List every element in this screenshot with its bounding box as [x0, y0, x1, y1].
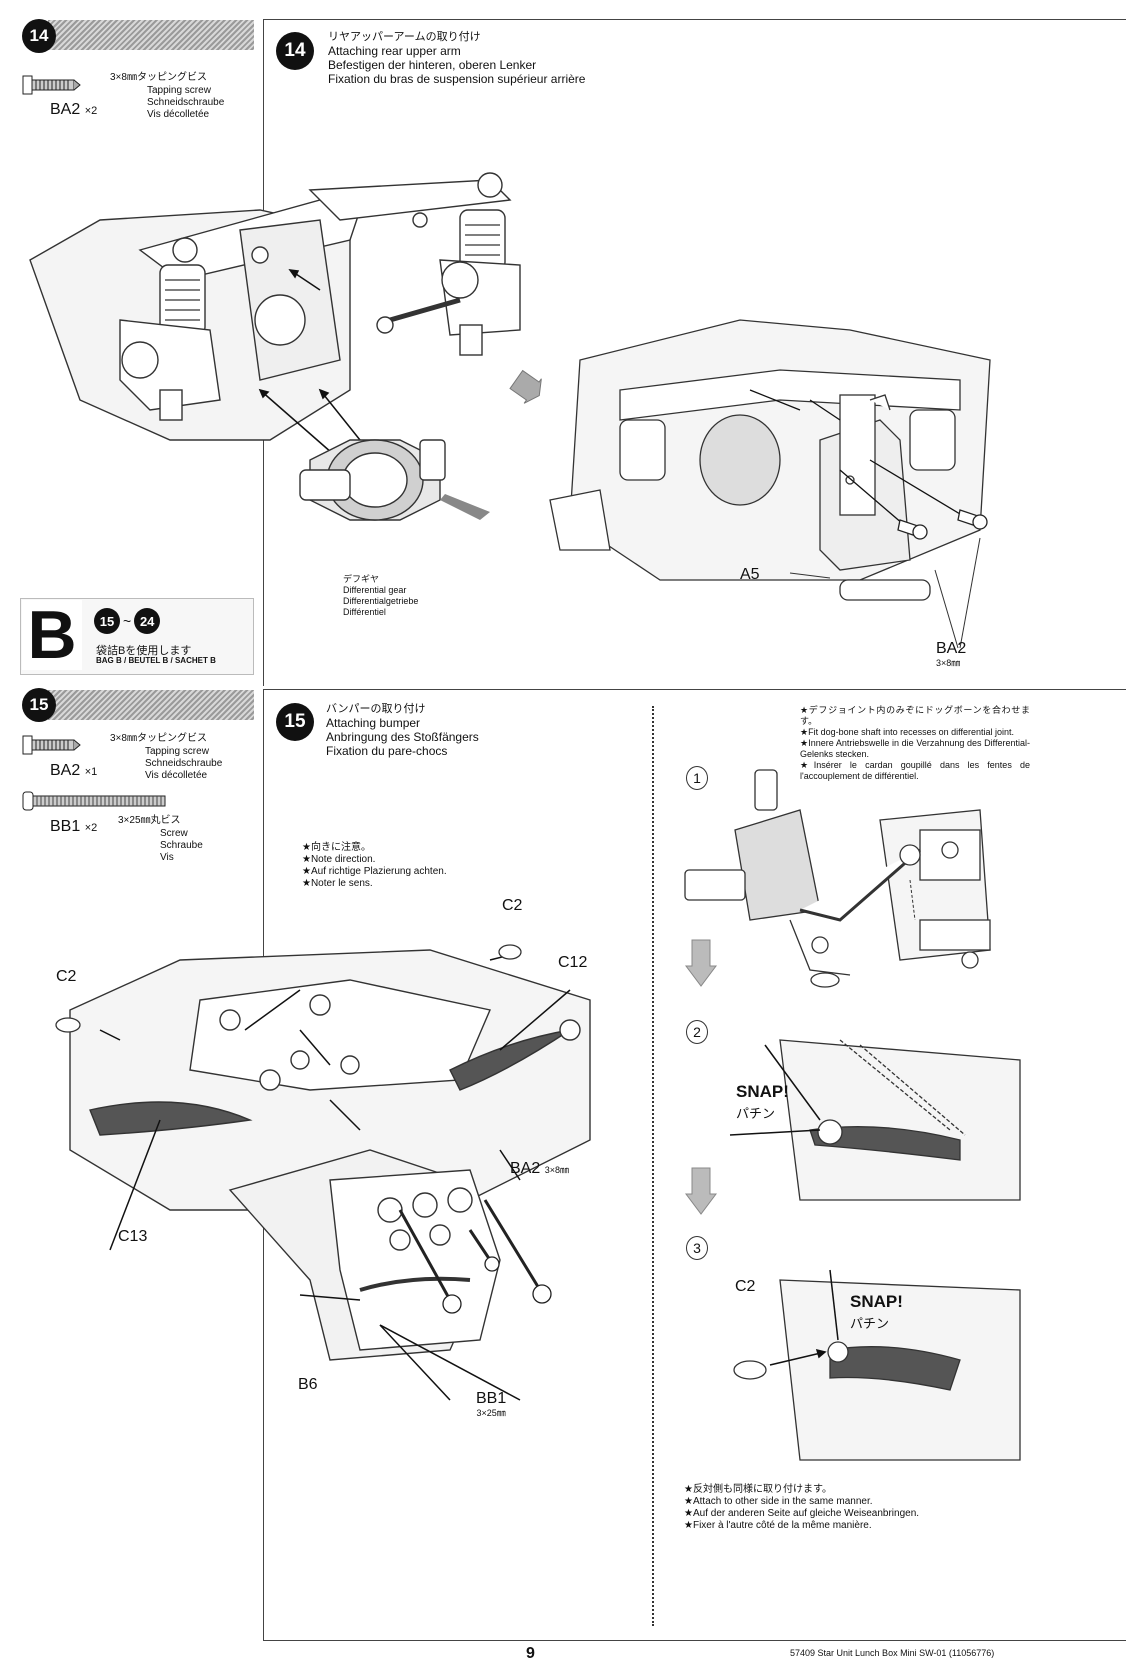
step15-title-badge: 15 — [276, 703, 314, 741]
other-side-note: ★反対側も同様に取り付けます。 ★Attach to other side in… — [684, 1484, 920, 1531]
diff-gear-label: デフギヤ Differential gear Differentialgetri… — [343, 574, 419, 617]
substep-3-badge: 3 — [686, 1236, 708, 1260]
label-c13: C13 — [118, 1228, 148, 1245]
substep-1-badge: 1 — [686, 766, 708, 790]
step14-result-drawing — [549, 319, 991, 649]
range-end-badge: 24 — [134, 608, 161, 634]
bag-b-letter: B — [27, 597, 77, 673]
range-start-badge: 15 — [94, 608, 120, 634]
step15-part2-jp: 3×25㎜丸ビス — [118, 815, 181, 826]
step15-part1-jp: 3×8㎜タッピングビス — [110, 733, 207, 744]
step15-assembly-drawing — [55, 944, 591, 1401]
snap-jp-label-3: パチン — [850, 1316, 890, 1331]
step15-number-badge: 15 — [22, 688, 56, 722]
step14-part-code: BA2 ×2 — [50, 101, 98, 118]
label-c2-left: C2 — [56, 968, 77, 985]
snap-label-3: SNAP! — [850, 1292, 903, 1311]
step15-title: バンパーの取り付け Attaching bumper Anbringung de… — [326, 703, 479, 758]
step15-divider — [652, 706, 654, 1626]
step14-title-badge: 14 — [276, 32, 314, 70]
transition-arrow-icon — [509, 369, 542, 404]
bag-b-jp: 袋詰Bを使用します — [96, 645, 192, 657]
label-c2-top: C2 — [502, 897, 523, 914]
bag-b-range: 15 ~ 24 — [94, 608, 161, 634]
dogbone-note: ★デフジョイント内のみぞにドッグボーンを合わせます。 ★Fit dog-bone… — [800, 705, 1030, 781]
label-bb1: BB1 3×25㎜ — [476, 1390, 507, 1418]
bag-b-en: BAG B / BEUTEL B / SACHET B — [96, 656, 216, 665]
direction-note: ★向きに注意。 ★Note direction. ★Auf richtige P… — [302, 842, 447, 889]
step14-number-badge: 14 — [22, 19, 56, 53]
step14-part-jp: 3×8㎜タッピングビス — [110, 72, 207, 83]
substep-3-drawing — [733, 1269, 1021, 1461]
step14-header-bar — [48, 20, 254, 50]
step14-title: リヤアッパーアームの取り付け Attaching rear upper arm … — [328, 31, 586, 86]
step15-header-bar — [48, 690, 254, 720]
label-a5: A5 — [740, 566, 760, 583]
snap-label-2: SNAP! — [736, 1082, 789, 1101]
substep-1-drawing — [684, 769, 991, 988]
step14-number: 14 — [29, 26, 49, 45]
bag-b-letter-box: B — [22, 600, 82, 670]
model-footer: 57409 Star Unit Lunch Box Mini SW-01 (11… — [790, 1648, 995, 1658]
step15-part1-code: BA2 ×1 — [50, 762, 98, 779]
substep-2-badge: 2 — [686, 1020, 708, 1044]
label-ba2-step15: BA2 3×8㎜ — [510, 1160, 569, 1177]
label-c2-sub: C2 — [735, 1278, 756, 1295]
page-number: 9 — [526, 1645, 535, 1662]
step15-part2-code: BB1 ×2 — [50, 818, 98, 835]
screw-ba2-icon-15 — [22, 734, 82, 756]
snap-jp-label-2: パチン — [736, 1106, 776, 1121]
label-ba2-step14: BA2 3×8㎜ — [936, 640, 967, 668]
step14-assembly-drawing — [29, 172, 521, 521]
substep-2-drawing — [729, 1039, 1021, 1201]
label-b6: B6 — [298, 1376, 318, 1393]
screw-ba2-icon — [22, 74, 82, 96]
screw-bb1-icon — [22, 790, 172, 812]
label-c12: C12 — [558, 954, 588, 971]
